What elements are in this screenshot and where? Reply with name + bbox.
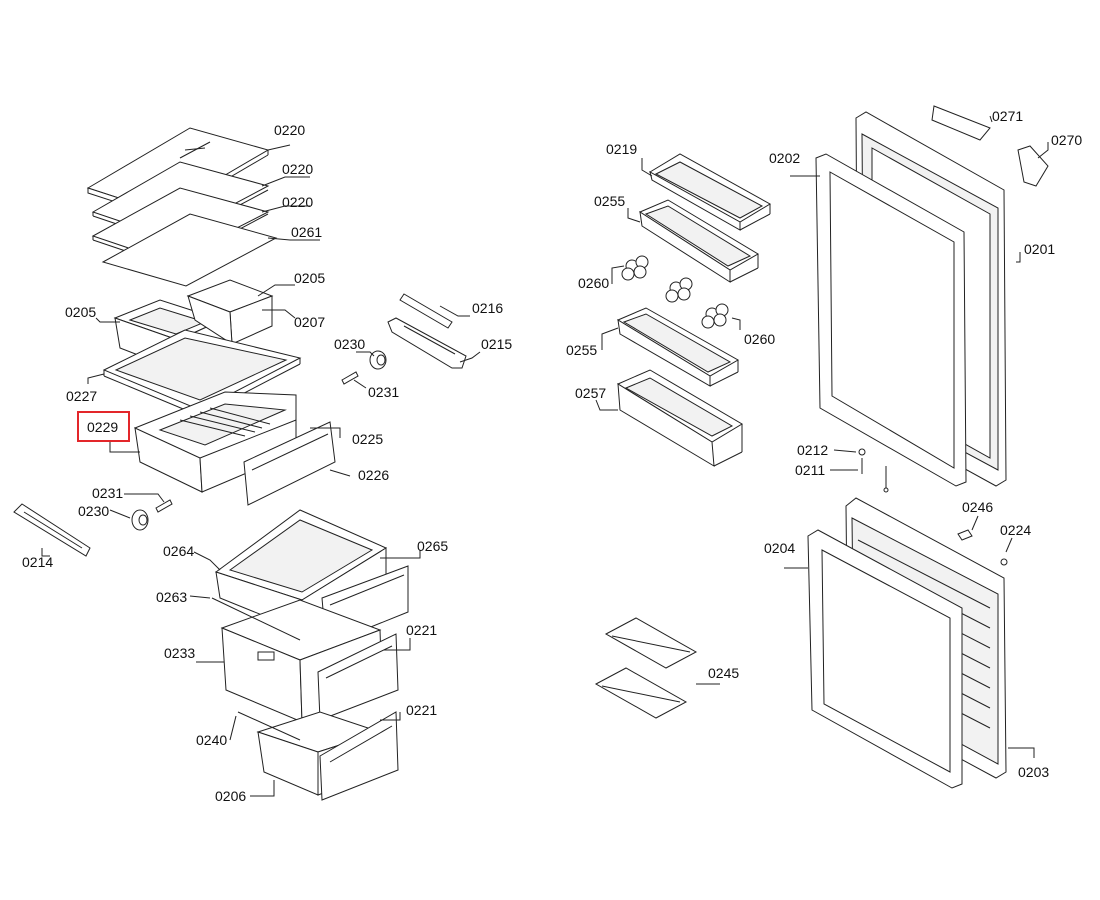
label-0227: 0227 [66,388,98,404]
label-0204: 0204 [764,540,796,556]
label-0202: 0202 [769,150,801,166]
label-0221-b: 0221 [406,702,438,718]
label-0261: 0261 [291,224,323,240]
label-0231-b: 0231 [92,485,124,501]
label-0271: 0271 [992,108,1024,124]
label-0203: 0203 [1018,764,1050,780]
label-0211: 0211 [795,462,826,478]
label-0206: 0206 [215,788,247,804]
rail-bracket [387,317,467,369]
door-shelf-0255-lower [616,307,740,387]
label-0205-b: 0205 [294,270,326,286]
label-0220-c: 0220 [282,194,314,210]
egg-holders [621,255,729,329]
label-0246: 0246 [962,499,994,515]
label-0201: 0201 [1024,241,1056,257]
roller-upper [341,350,387,385]
highlight-box [77,411,130,442]
freezer-drawer-bottom [256,711,399,801]
label-0245: 0245 [708,665,740,681]
label-0220-a: 0220 [274,122,306,138]
cover-plate [101,213,278,287]
freezer-drawer-middle [220,599,399,723]
door-shelf-0219 [649,153,771,231]
parting-lines [211,597,301,741]
door-shelf-0257 [616,369,743,467]
label-0219: 0219 [606,141,638,157]
label-0270: 0270 [1051,132,1083,148]
storage-box-right [186,279,274,345]
label-0205-a: 0205 [65,304,97,320]
crisper-drawer [133,391,297,493]
rail-top [399,293,453,329]
label-0255-b: 0255 [566,342,598,358]
hinge-parts [858,448,1008,566]
door-shelf-0255-upper [638,199,759,283]
label-0240: 0240 [196,732,228,748]
label-0226: 0226 [358,467,390,483]
label-0215: 0215 [481,336,513,352]
leader-lines [41,115,1049,797]
label-0264: 0264 [163,543,195,559]
ice-trays [594,617,698,719]
label-0255-a: 0255 [594,193,626,209]
label-0231-a: 0231 [368,384,400,400]
label-0221-a: 0221 [406,622,438,638]
roller-lower [131,499,173,531]
freezer-door-gasket [807,529,963,789]
label-0212: 0212 [797,442,829,458]
side-rail [13,503,91,557]
label-0225: 0225 [352,431,384,447]
control-module [1017,145,1049,187]
label-0257: 0257 [575,385,607,401]
label-0220-b: 0220 [282,161,314,177]
label-0230-a: 0230 [334,336,366,352]
fridge-door-gasket [815,153,967,487]
label-0265: 0265 [417,538,449,554]
label-0214: 0214 [22,554,54,570]
label-0229: 0229 [87,419,119,435]
label-0230-b: 0230 [78,503,110,519]
label-0216: 0216 [472,300,504,316]
label-0260-b: 0260 [744,331,776,347]
label-0224: 0224 [1000,522,1032,538]
glass-shelf-frame [102,329,302,417]
label-0233: 0233 [164,645,196,661]
door-label-plate [931,105,991,141]
label-0263: 0263 [156,589,188,605]
label-0207: 0207 [294,314,326,330]
label-0260-a: 0260 [578,275,610,291]
crisper-front-panel [243,421,336,506]
